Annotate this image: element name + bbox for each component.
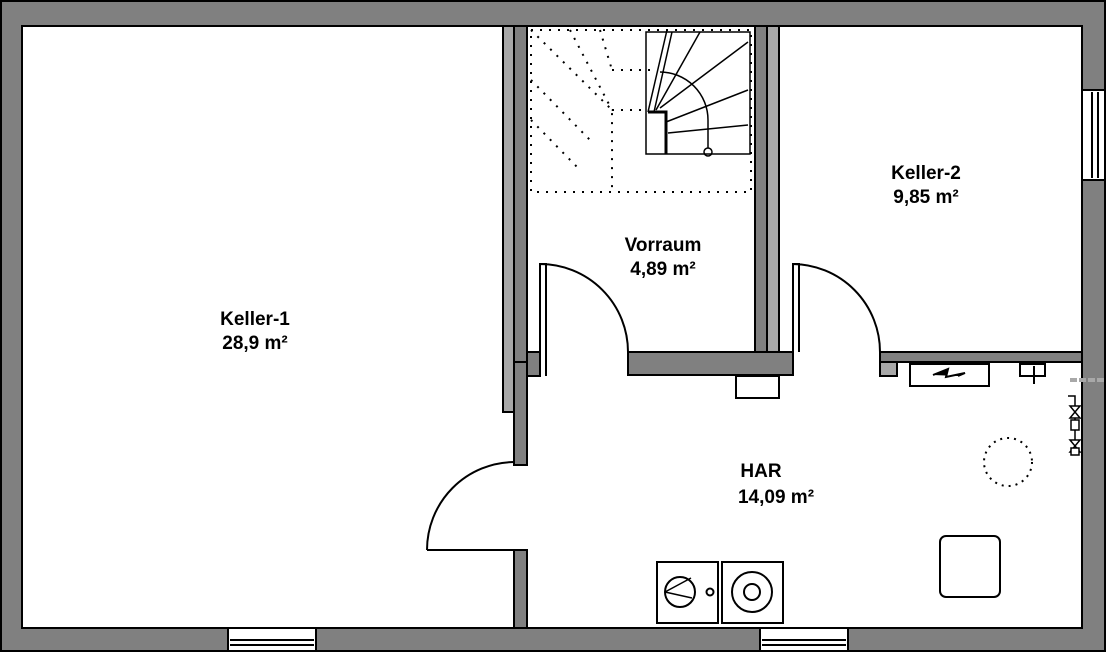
water-valve-icon bbox=[1068, 395, 1082, 456]
doors bbox=[426, 263, 881, 551]
boiler bbox=[939, 535, 1001, 598]
wall-vorraum-bottom-stub bbox=[526, 351, 541, 377]
room-label-keller-2: Keller-2 9,85 m² bbox=[891, 162, 961, 210]
chimney-duct bbox=[735, 375, 780, 399]
room-area: 4,89 m² bbox=[630, 259, 696, 280]
door-keller1[interactable] bbox=[426, 461, 515, 551]
wall-har-left-upper bbox=[513, 361, 528, 466]
room-area: 28,9 m² bbox=[222, 333, 288, 354]
wall-vorraum-bottom bbox=[627, 351, 794, 376]
wall-keller1-light bbox=[502, 25, 515, 413]
dryer bbox=[721, 561, 784, 624]
washing-machine bbox=[656, 561, 719, 624]
boiler-dotted bbox=[983, 437, 1033, 487]
electric-meter bbox=[909, 363, 990, 387]
wall-vorraum-left bbox=[513, 25, 528, 377]
fixtures bbox=[656, 363, 1106, 624]
windows bbox=[227, 89, 1106, 652]
staircase bbox=[530, 29, 752, 193]
room-name: Keller-1 bbox=[220, 309, 290, 330]
room-name: Keller-2 bbox=[891, 163, 961, 184]
room-area: 14,09 m² bbox=[737, 487, 815, 508]
water-connection bbox=[1019, 363, 1046, 384]
wall-keller2-left-light bbox=[766, 25, 780, 353]
room-label-keller-1: Keller-1 28,9 m² bbox=[220, 308, 290, 356]
wall-stub-light bbox=[879, 361, 898, 377]
door-keller2[interactable] bbox=[792, 263, 881, 353]
room-label-har: HAR 14,09 m² bbox=[738, 460, 814, 510]
room-name: Vorraum bbox=[624, 235, 702, 256]
room-name: HAR bbox=[740, 461, 782, 482]
room-area: 9,85 m² bbox=[893, 187, 959, 208]
wall-vorraum-right bbox=[754, 25, 768, 353]
window-right bbox=[1081, 89, 1106, 181]
wall-keller2-bottom bbox=[879, 351, 1083, 363]
door-vorraum[interactable] bbox=[539, 263, 629, 376]
wall-har-left-lower bbox=[513, 549, 528, 629]
room-label-vorraum: Vorraum 4,89 m² bbox=[625, 234, 702, 282]
